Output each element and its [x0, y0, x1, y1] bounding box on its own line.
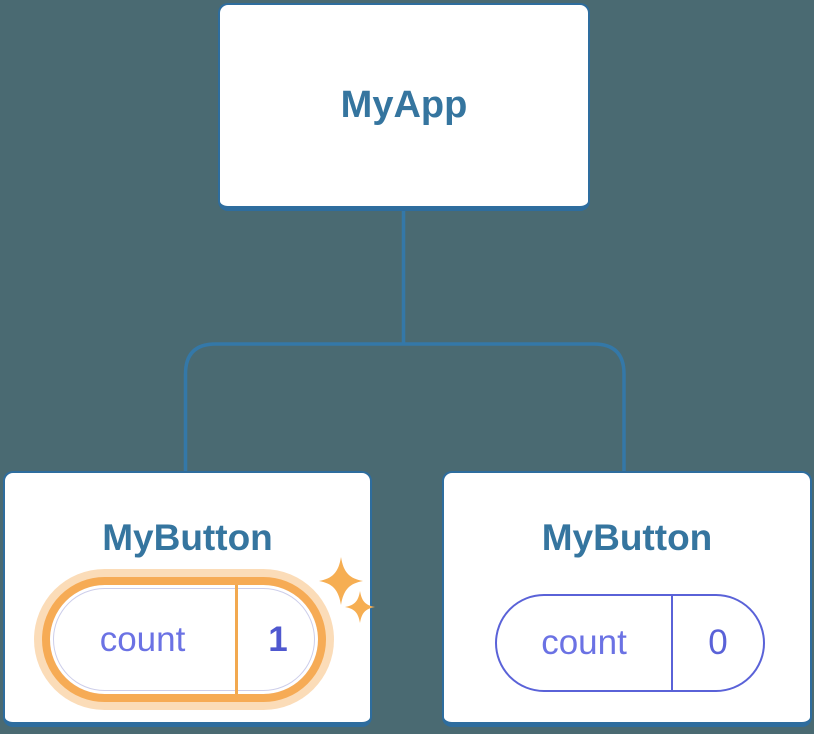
- sparkle-large: [319, 557, 363, 605]
- state-value: 0: [708, 623, 728, 662]
- state-badge: count 0: [495, 594, 765, 692]
- node-mybutton-left-label: MyButton: [102, 517, 273, 558]
- state-badge-divider: [235, 585, 238, 694]
- state-badge-divider: [671, 596, 673, 690]
- state-value: 1: [268, 619, 288, 659]
- node-myapp: MyApp: [218, 3, 590, 211]
- node-mybutton-left: MyButton count 1: [3, 471, 375, 727]
- node-mybutton-right-label: MyButton: [541, 517, 713, 558]
- connector-branch-bracket: [183, 342, 626, 472]
- node-mybutton-right: MyButton count 0: [442, 471, 812, 727]
- state-badge-highlighted: count 1: [42, 577, 326, 702]
- node-myapp-label: MyApp: [340, 84, 468, 126]
- state-key: count: [99, 619, 186, 659]
- state-key: count: [541, 623, 627, 662]
- sparkle-small: [345, 591, 375, 623]
- sparkles-icon: [319, 557, 375, 623]
